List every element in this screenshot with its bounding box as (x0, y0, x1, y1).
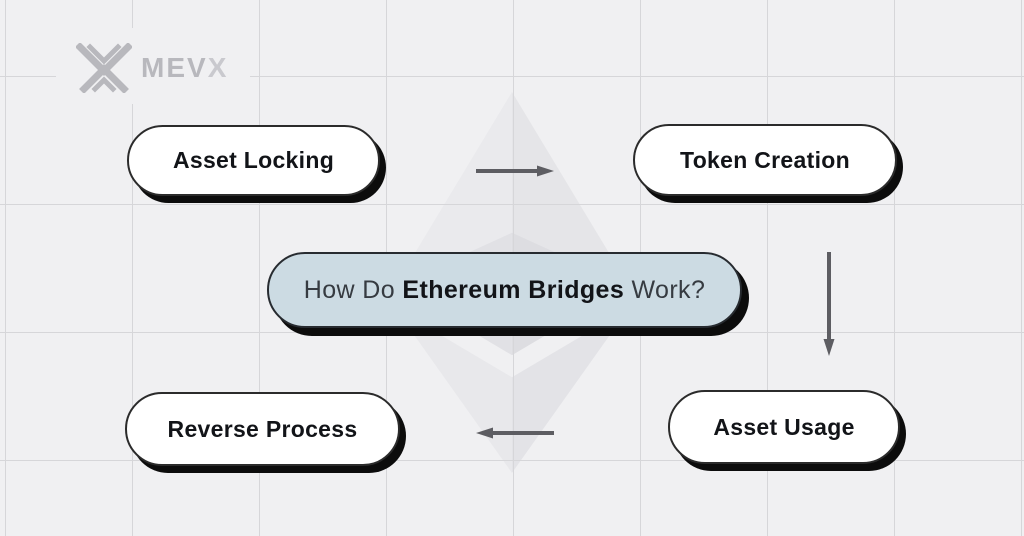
title-highlight: Ethereum Bridges (402, 275, 625, 304)
brand-logo: MEVX (76, 42, 228, 94)
mevx-chevron-icon (76, 43, 132, 93)
node-label: Token Creation (680, 146, 850, 173)
brand-name-main: MEV (141, 52, 208, 83)
arrow-left-icon (476, 427, 554, 439)
node-asset-locking: Asset Locking (127, 125, 380, 196)
brand-logo-backdrop (56, 28, 250, 104)
node-token-creation: Token Creation (633, 124, 897, 196)
arrow-right-icon (476, 165, 554, 177)
title-prefix: How Do (303, 275, 403, 304)
diagram-title: How Do Ethereum Bridges Work? (267, 252, 742, 328)
brand-wordmark: MEVX (141, 54, 228, 82)
node-label: Asset Usage (713, 413, 855, 440)
node-asset-usage: Asset Usage (668, 390, 900, 464)
node-reverse-process: Reverse Process (125, 392, 400, 466)
brand-name-accent: X (207, 52, 229, 83)
node-label: Asset Locking (172, 147, 335, 173)
arrow-down-icon (823, 252, 835, 356)
title-suffix: Work? (624, 275, 706, 304)
node-label: Reverse Process (167, 415, 358, 442)
